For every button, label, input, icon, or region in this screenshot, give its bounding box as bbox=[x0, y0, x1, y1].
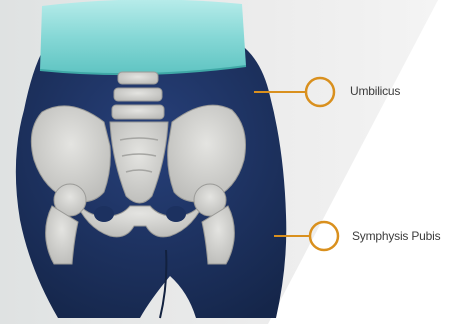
pubis-marker-icon bbox=[310, 222, 338, 250]
umbilicus-label: Umbilicus bbox=[350, 84, 400, 98]
waistband bbox=[40, 0, 246, 74]
left-obturator bbox=[94, 206, 114, 222]
symphysis-pubis-label: Symphysis Pubis bbox=[352, 229, 440, 243]
lumbar-vertebrae bbox=[112, 72, 164, 119]
right-obturator bbox=[166, 206, 186, 222]
